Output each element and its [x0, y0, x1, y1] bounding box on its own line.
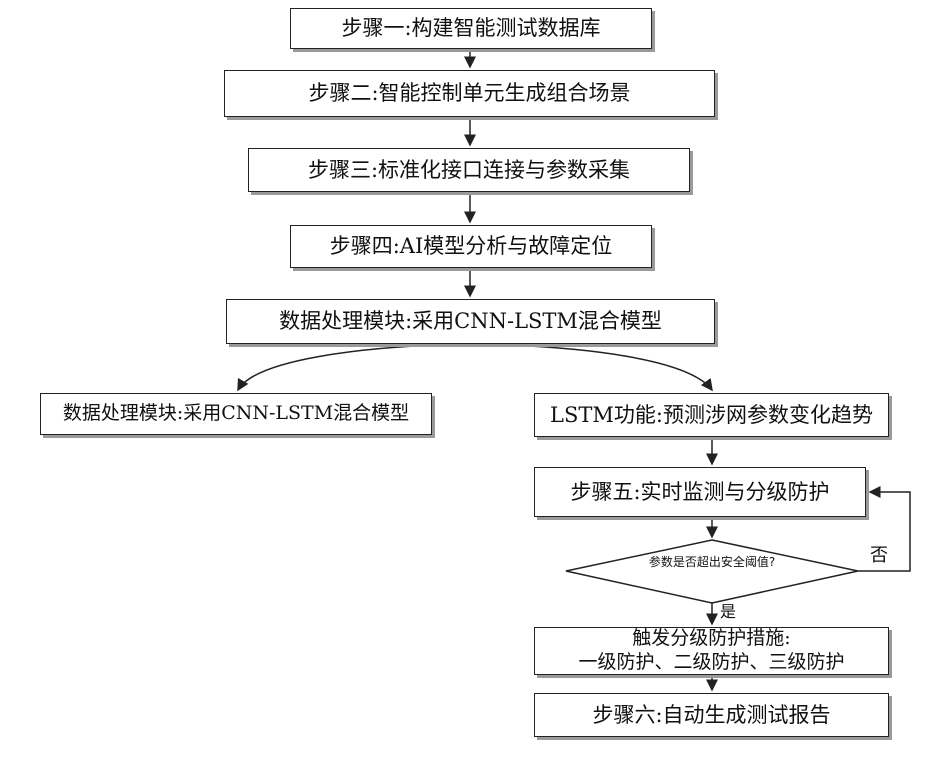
- node-left-branch-label: 数据处理模块:采用CNN-LSTM混合模型: [63, 402, 409, 426]
- arrow-module-left: [238, 344, 470, 390]
- decision-diamond: [566, 540, 858, 603]
- node-trigger-line1: 触发分级防护措施:: [632, 627, 790, 651]
- node-lstm: LSTM功能:预测涉网参数变化趋势: [534, 393, 889, 437]
- node-step1-label: 步骤一:构建智能测试数据库: [341, 15, 600, 41]
- node-step6-label: 步骤六:自动生成测试报告: [592, 702, 830, 728]
- node-lstm-label: LSTM功能:预测涉网参数变化趋势: [550, 402, 873, 428]
- node-trigger: 触发分级防护措施: 一级防护、二级防护、三级防护: [534, 627, 889, 675]
- node-data-module: 数据处理模块:采用CNN-LSTM混合模型: [226, 299, 715, 344]
- node-step3-label: 步骤三:标准化接口连接与参数采集: [308, 157, 630, 183]
- node-step5: 步骤五:实时监测与分级防护: [534, 467, 866, 517]
- node-step2: 步骤二:智能控制单元生成组合场景: [224, 70, 715, 117]
- decision-label: 参数是否超出安全阈值?: [648, 555, 776, 569]
- node-step4: 步骤四:AI模型分析与故障定位: [290, 225, 652, 268]
- node-step6: 步骤六:自动生成测试报告: [534, 693, 889, 737]
- edge-label-no: 否: [870, 541, 888, 567]
- node-trigger-line2: 一级防护、二级防护、三级防护: [578, 651, 844, 675]
- node-step2-label: 步骤二:智能控制单元生成组合场景: [308, 80, 630, 106]
- edge-label-yes: 是: [720, 598, 736, 622]
- node-step4-label: 步骤四:AI模型分析与故障定位: [330, 233, 613, 259]
- node-step1: 步骤一:构建智能测试数据库: [290, 8, 652, 49]
- node-step3: 步骤三:标准化接口连接与参数采集: [248, 148, 690, 192]
- arrow-module-right: [470, 344, 712, 390]
- node-left-branch: 数据处理模块:采用CNN-LSTM混合模型: [40, 393, 432, 435]
- node-step5-label: 步骤五:实时监测与分级防护: [570, 479, 829, 505]
- node-data-module-label: 数据处理模块:采用CNN-LSTM混合模型: [279, 308, 662, 334]
